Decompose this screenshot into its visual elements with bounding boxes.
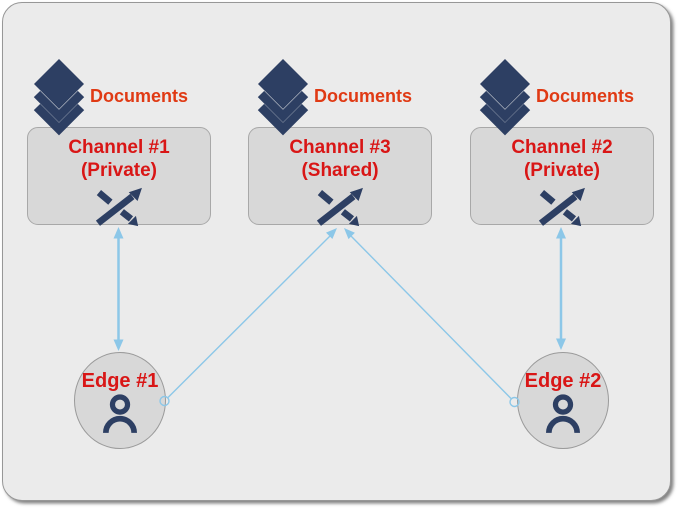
documents-label: Documents bbox=[314, 85, 413, 106]
channel-subtitle: (Private) bbox=[80, 160, 158, 181]
layers-icon bbox=[257, 59, 309, 136]
person-icon bbox=[546, 394, 580, 434]
shuffle-icon bbox=[95, 187, 142, 227]
documents-label: Documents bbox=[536, 85, 635, 106]
edge-1-node: Edge #1 bbox=[74, 352, 166, 449]
edge-2-node: Edge #2 bbox=[517, 352, 609, 449]
layers-icon bbox=[33, 59, 85, 136]
shuffle-icon bbox=[538, 187, 585, 227]
channel-3-node: Channel #3 (Shared) bbox=[248, 127, 432, 227]
person-icon bbox=[103, 394, 137, 434]
channel-1-node: Channel #1 (Private) bbox=[27, 127, 211, 227]
channel-title: Channel #1 bbox=[68, 137, 170, 158]
channel-subtitle: (Private) bbox=[523, 160, 601, 181]
channel-title: Channel #3 bbox=[289, 137, 391, 158]
edge-label: Edge #1 bbox=[81, 370, 159, 392]
channel-title: Channel #2 bbox=[511, 137, 613, 158]
documents-label: Documents bbox=[90, 85, 189, 106]
channel-subtitle: (Shared) bbox=[301, 160, 379, 181]
documents-group-1: Documents bbox=[33, 58, 188, 136]
documents-group-2: Documents bbox=[257, 58, 412, 136]
shuffle-icon bbox=[316, 187, 363, 227]
documents-group-3: Documents bbox=[479, 58, 634, 136]
layers-icon bbox=[479, 59, 531, 136]
edge-label: Edge #2 bbox=[524, 370, 602, 392]
channel-2-node: Channel #2 (Private) bbox=[470, 127, 654, 227]
